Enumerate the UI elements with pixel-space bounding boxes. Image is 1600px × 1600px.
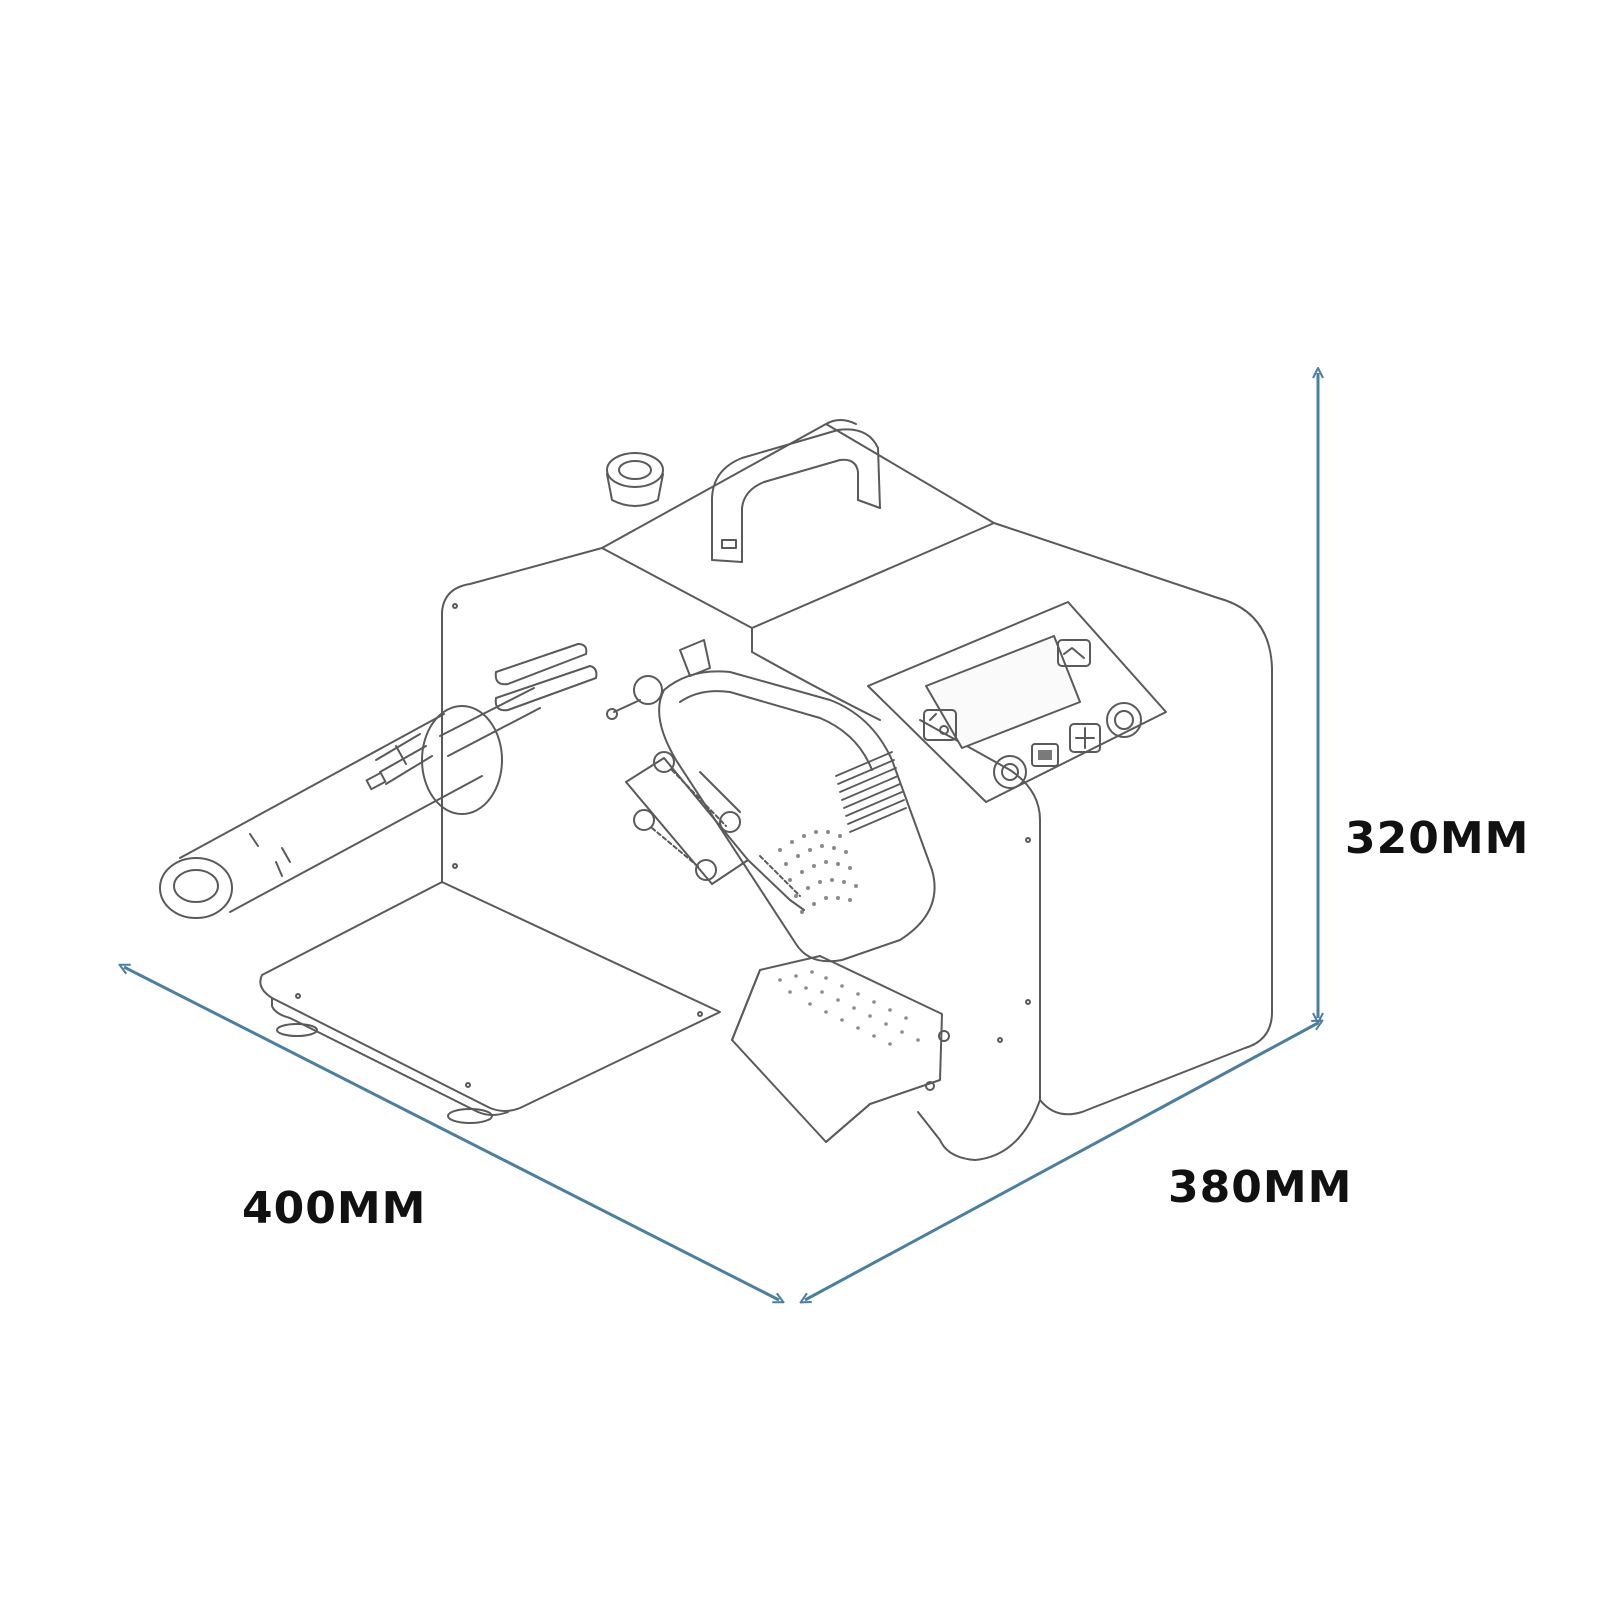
output-tray [731,955,950,1143]
gear-rollers [625,751,805,911]
side-plate [441,547,603,883]
depth-dimension-label: 380MM [1168,1162,1353,1213]
dimension-lines [124,373,1318,1300]
perforated-panel [778,830,858,914]
carry-handle[interactable] [711,428,881,563]
width-dimension-line [124,967,779,1300]
slots [494,643,598,712]
sealing-belt-unit [658,670,936,963]
base-plate [259,881,721,1124]
control-panel [867,601,1167,803]
height-dimension-label: 320MM [1345,813,1530,864]
menu-icon[interactable] [1057,639,1091,667]
display-screen [925,635,1081,749]
manual-icon[interactable] [1069,723,1101,753]
fittings [606,639,711,720]
control-icon[interactable] [1031,743,1059,767]
settings-icon[interactable] [1106,702,1142,738]
pressure-icon[interactable] [993,755,1027,789]
film-roll-holder [159,687,541,919]
output-tray-dots [778,970,920,1046]
air-cushion-machine [159,419,1273,1161]
width-dimension-label: 400MM [242,1183,427,1234]
main-housing [601,419,1273,1161]
depth-dimension-line [805,1023,1318,1300]
top-knob[interactable] [606,452,664,507]
power-icon[interactable] [923,709,957,741]
vent-grille [835,751,907,833]
